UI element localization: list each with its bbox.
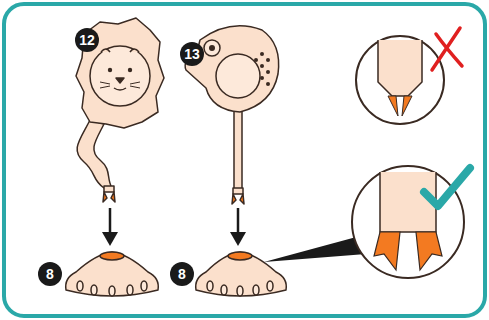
callout-number: 8 [38,262,62,286]
right-mark [424,168,470,206]
base-right [196,252,287,296]
lion-piece [76,18,164,202]
wrong-detail [356,28,462,124]
right-detail [352,166,470,278]
arrows [102,208,246,246]
frame [4,4,485,316]
wrong-mark [432,28,462,70]
callout-number: 8 [170,262,194,286]
callout-number: 13 [180,42,204,66]
base-left [66,252,159,296]
callout-number: 12 [75,28,99,52]
zoom-pointer [264,236,366,262]
